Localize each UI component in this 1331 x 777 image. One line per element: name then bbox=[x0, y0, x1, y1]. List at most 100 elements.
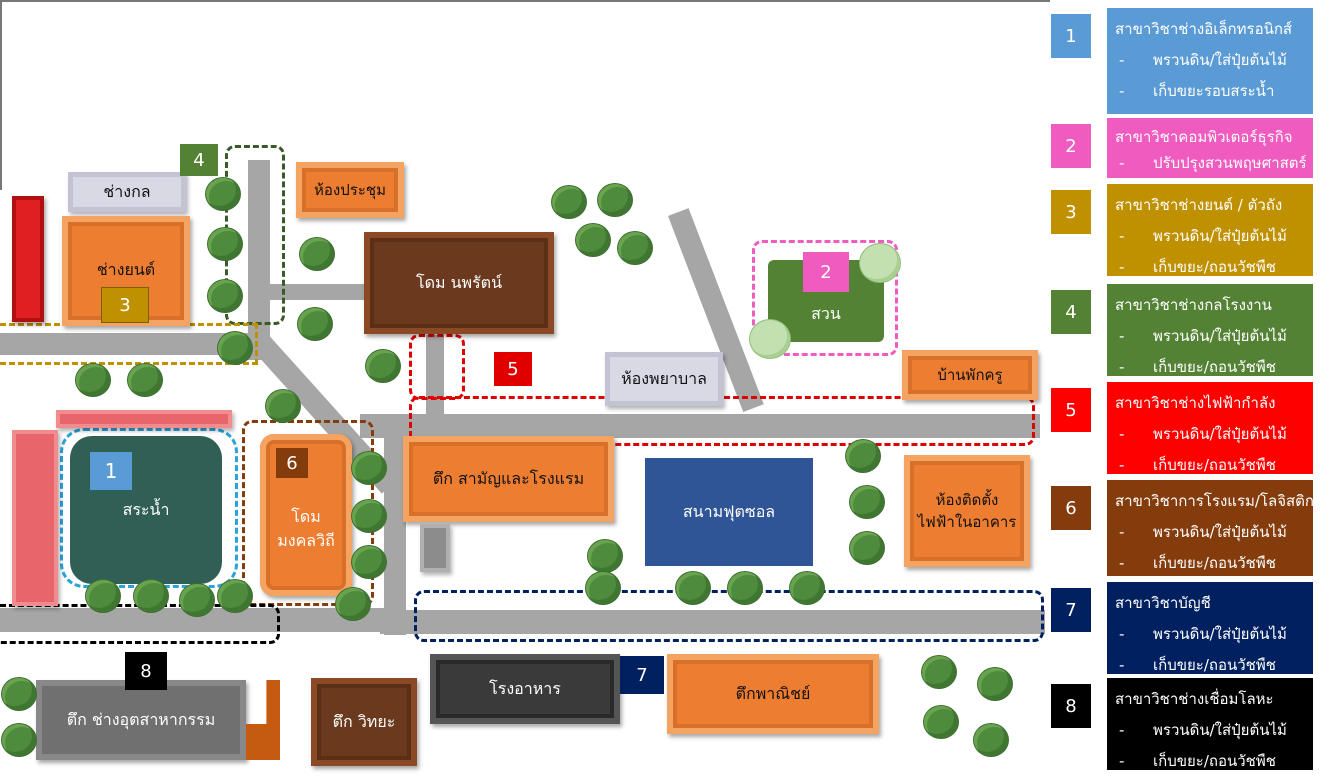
building-electric-lab-label-1: ห้องติดตั้ง bbox=[935, 490, 999, 509]
legend-item: - พรวนดิน/ใส่ปุ๋ยต้นไม้ bbox=[1115, 221, 1305, 252]
building-infirmary: ห้องพยาบาล bbox=[605, 352, 723, 406]
tree bbox=[728, 572, 762, 604]
legend-dash: - bbox=[1119, 82, 1125, 100]
tree bbox=[598, 184, 632, 216]
tree bbox=[352, 546, 386, 578]
map-frame-top bbox=[0, 0, 1050, 2]
building-commerce-label: ตึกพาณิชย์ bbox=[735, 684, 811, 703]
tree bbox=[336, 588, 370, 620]
building-meeting-room: ห้องประชุม bbox=[296, 162, 404, 218]
legend-item-text: เก็บขยะรอบสระน้ำ bbox=[1153, 82, 1275, 100]
zone-2-outline bbox=[752, 240, 898, 356]
building-commerce: ตึกพาณิชย์ bbox=[667, 654, 879, 734]
legend-item: -เก็บขยะ/ถอนวัชพืช bbox=[1115, 548, 1305, 579]
tree bbox=[366, 350, 400, 382]
tree bbox=[208, 228, 242, 260]
legend-dash: - bbox=[1119, 227, 1125, 245]
legend-number-6: 6 bbox=[1051, 486, 1091, 530]
legend-dash: - bbox=[1119, 721, 1125, 739]
road-main-horizontal bbox=[360, 414, 1040, 438]
building-canteen-label: โรงอาหาร bbox=[489, 679, 561, 698]
road-vertical-north bbox=[248, 160, 270, 360]
legend-dash: - bbox=[1119, 456, 1125, 474]
tree bbox=[134, 580, 168, 612]
legend-dash: - bbox=[1119, 327, 1125, 345]
building-industrial-label: ตึก ช่างอุตสาหากรรม bbox=[66, 710, 216, 729]
legend-item-text: เก็บขยะ/ถอนวัชพืช bbox=[1153, 456, 1276, 474]
legend-dash: - bbox=[1119, 752, 1125, 770]
tree bbox=[974, 724, 1008, 756]
legend-title: สาขาวิชาการโรงแรม/โลจิสติก bbox=[1115, 492, 1314, 510]
legend-title: สาขาวิชาบัญชี bbox=[1115, 594, 1211, 612]
zone-5-outline-top bbox=[409, 334, 465, 400]
tree bbox=[924, 706, 958, 738]
legend-item-text: เก็บขยะ/ถอนวัชพืช bbox=[1153, 358, 1276, 376]
tree bbox=[850, 532, 884, 564]
zone-7-outline bbox=[414, 590, 1044, 642]
pink-building-north bbox=[56, 410, 232, 428]
tree bbox=[552, 186, 586, 218]
tree bbox=[298, 308, 332, 340]
building-general-hotel-label: ตึก สามัญและโรงแรม bbox=[432, 469, 585, 488]
legend-item-text: เก็บขยะ/ถอนวัชพืช bbox=[1153, 752, 1276, 770]
legend-item-text: พรวนดิน/ใส่ปุ๋ยต้นไม้ bbox=[1153, 227, 1287, 245]
tree bbox=[352, 452, 386, 484]
building-industrial: ตึก ช่างอุตสาหากรรม bbox=[36, 680, 246, 760]
red-building-west bbox=[12, 196, 44, 322]
legend-dash: - bbox=[1119, 154, 1125, 172]
legend-dash: - bbox=[1119, 425, 1125, 443]
legend-item: - พรวนดิน/ใส่ปุ๋ยต้นไม้ bbox=[1115, 321, 1305, 352]
tree bbox=[208, 280, 242, 312]
legend-item: -พรวนดิน/ใส่ปุ๋ยต้นไม้ bbox=[1115, 517, 1305, 548]
tree bbox=[2, 678, 36, 710]
garden-label: สวน bbox=[811, 304, 841, 323]
legend-title: สาขาวิชาช่างกลโรงงาน bbox=[1115, 296, 1272, 314]
tree bbox=[676, 572, 710, 604]
legend-entry-2: สาขาวิชาคอมพิวเตอร์ธุรกิจ-ปรับปรุงสวนพฤษ… bbox=[1107, 118, 1313, 178]
legend-number-8: 8 bbox=[1051, 684, 1091, 728]
road-south-horizontal bbox=[0, 608, 278, 632]
legend-item: -เก็บขยะ/ถอนวัชพืช bbox=[1115, 352, 1305, 383]
zone-badge-1: 1 bbox=[90, 452, 132, 490]
building-canteen: โรงอาหาร bbox=[430, 654, 620, 724]
tree bbox=[586, 572, 620, 604]
road-south-east bbox=[380, 610, 1045, 634]
legend-item-text: พรวนดิน/ใส่ปุ๋ยต้นไม้ bbox=[1153, 327, 1287, 345]
legend-item-text: เก็บขยะ/ถอนวัชพืช bbox=[1153, 258, 1276, 276]
legend-entry-4: สาขาวิชาช่างกลโรงงาน - พรวนดิน/ใส่ปุ๋ยต้นไ… bbox=[1107, 284, 1313, 376]
legend-number-2: 2 bbox=[1051, 124, 1091, 168]
tree bbox=[218, 580, 252, 612]
zone-badge-4: 4 bbox=[180, 144, 218, 176]
legend-number-3: 3 bbox=[1051, 190, 1091, 234]
legend-entry-7: สาขาวิชาบัญชี-พรวนดิน/ใส่ปุ๋ยต้นไม้-เก็บ… bbox=[1107, 582, 1313, 674]
legend-number-1: 1 bbox=[1051, 14, 1091, 58]
building-meeting-room-label: ห้องประชุม bbox=[314, 180, 386, 199]
legend-item: -เก็บขยะ/ถอนวัชพืช bbox=[1115, 650, 1305, 681]
futsal-court: สนามฟุตซอล bbox=[645, 458, 813, 566]
building-small-annex bbox=[420, 524, 450, 572]
building-dome-noppharat-label: โดม นพรัตน์ bbox=[415, 273, 503, 292]
building-science-label: ตึก วิทยะ bbox=[332, 712, 396, 731]
legend-item: -พรวนดิน/ใส่ปุ๋ยต้นไม้ bbox=[1115, 45, 1305, 76]
building-teacher-house: บ้านพักครู bbox=[902, 350, 1038, 400]
legend-entry-3: สาขาวิชาช่างยนต์ / ตัวถัง-พรวนดิน/ใส่ปุ๋… bbox=[1107, 184, 1313, 276]
legend-item: - เก็บขยะ/ถอนวัชพืช bbox=[1115, 450, 1305, 481]
legend-item: -เก็บขยะ/ถอนวัชพืช bbox=[1115, 252, 1305, 283]
legend-dash: - bbox=[1119, 523, 1125, 541]
tree-light bbox=[750, 320, 790, 358]
tree bbox=[790, 572, 824, 604]
legend-item-text: เก็บขยะ/ถอนวัชพืช bbox=[1153, 554, 1276, 572]
zone-badge-3: 3 bbox=[101, 287, 149, 323]
road-left-horizontal bbox=[0, 333, 262, 355]
zone-badge-6: 6 bbox=[276, 448, 308, 478]
legend-item: -ปรับปรุงสวนพฤษศาสตร์ bbox=[1115, 150, 1307, 176]
legend-entry-6: สาขาวิชาการโรงแรม/โลจิสติก -พรวนดิน/ใส่ปุ… bbox=[1107, 480, 1314, 579]
tree bbox=[588, 540, 622, 572]
tree bbox=[576, 224, 610, 256]
legend-dash: - bbox=[1119, 656, 1125, 674]
building-infirmary-label: ห้องพยาบาล bbox=[621, 369, 707, 388]
tree bbox=[922, 656, 956, 688]
building-dome-noppharat: โดม นพรัตน์ bbox=[364, 232, 554, 334]
legend-number-5: 5 bbox=[1051, 388, 1091, 432]
